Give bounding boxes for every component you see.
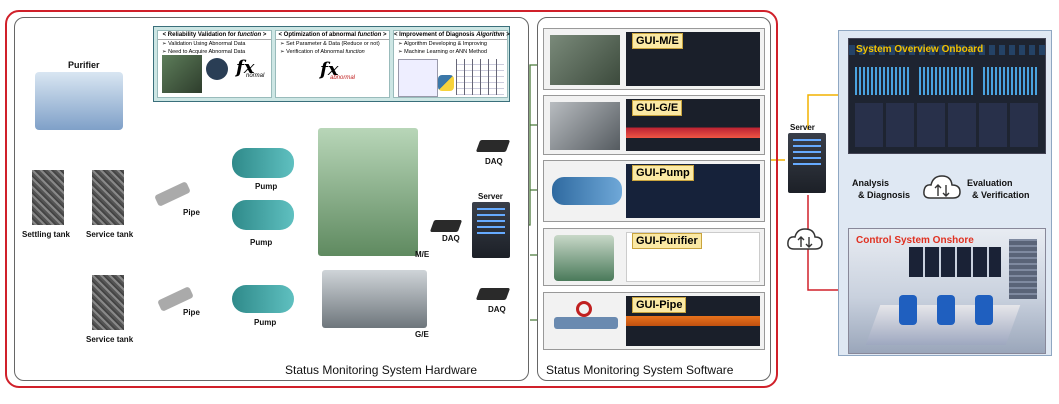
purifier-label: Purifier xyxy=(68,60,100,70)
improvement-item-1: ➢ Algorithm Developing & Improving xyxy=(398,41,487,47)
analysis-label: Analysis xyxy=(852,178,890,188)
optimization-title: < Optimization of abnormal function > xyxy=(276,31,389,40)
optimization-item-1: ➢ Set Parameter & Data (Reduce or not) xyxy=(280,41,380,47)
service-tank-2-label: Service tank xyxy=(86,335,134,344)
engine-thumbnail xyxy=(162,55,202,93)
daq-1-device xyxy=(475,140,511,152)
service-tank-2 xyxy=(92,275,124,330)
improvement-item-2: ➢ Machine Learning or ANN Method xyxy=(398,49,487,55)
ge-engine-thumb xyxy=(550,102,620,150)
cloud-sync-icon xyxy=(787,228,823,250)
onshore-image xyxy=(848,228,1046,354)
outer-frame xyxy=(5,10,778,388)
validation-title: < Reliability Validation for function > xyxy=(158,31,271,40)
daq-1-label: DAQ xyxy=(485,157,503,166)
gui-me-panel: GUI-M/E xyxy=(543,28,765,90)
daq-2-device xyxy=(429,220,463,232)
purifier-thumb xyxy=(554,235,614,281)
gui-purifier-panel: GUI-Purifier xyxy=(543,228,765,286)
center-server xyxy=(788,133,826,193)
generator-engine-image xyxy=(322,270,427,328)
verification-label: & Verification xyxy=(972,190,1030,200)
settling-tank-label: Settling tank xyxy=(22,230,71,239)
gear-cycle-icon xyxy=(206,58,228,80)
me-engine-thumb xyxy=(550,35,620,85)
service-tank xyxy=(92,170,124,225)
evaluation-label: Evaluation xyxy=(967,178,1013,188)
pump-3-image xyxy=(232,285,294,313)
onboard-screen xyxy=(848,38,1046,154)
improvement-title: < Improvement of Diagnosis Algorithm > xyxy=(394,32,510,40)
gui-ge-panel: GUI-G/E xyxy=(543,95,765,155)
python-logo-icon xyxy=(438,75,454,91)
settling-tank xyxy=(32,170,64,225)
software-frame-label: Status Monitoring System Software xyxy=(546,363,734,377)
pipe-1-label: Pipe xyxy=(183,208,200,217)
hw-server xyxy=(472,202,510,258)
pipe-valve-thumb xyxy=(554,317,618,329)
center-server-label: Server xyxy=(790,123,815,132)
function-bar: < Reliability Validation for function > … xyxy=(153,26,510,102)
daq-3-label: DAQ xyxy=(488,305,506,314)
pipe-2-label: Pipe xyxy=(183,308,200,317)
valve-wheel-icon xyxy=(576,301,592,317)
improvement-box: < Improvement of Diagnosis Algorithm > ➢… xyxy=(393,30,510,98)
gui-ge-label: GUI-G/E xyxy=(632,100,683,116)
validation-item-1: ➢ Validation Using Abnormal Data xyxy=(162,41,246,47)
hardware-frame-label: Status Monitoring System Hardware xyxy=(285,363,478,377)
onboard-title: System Overview Onboard xyxy=(856,44,984,55)
pump-3-label: Pump xyxy=(254,318,277,327)
me-label: M/E xyxy=(415,250,430,259)
main-engine-image xyxy=(318,128,418,256)
daq-3-device xyxy=(475,288,511,300)
daq-2-label: DAQ xyxy=(442,234,460,243)
neural-network-icon xyxy=(456,59,504,95)
analysis-cloud-icon xyxy=(923,175,961,199)
optimization-item-2: ➢ Verification of Abnormal function xyxy=(280,49,365,55)
pump-thumb xyxy=(552,177,622,205)
code-screenshot xyxy=(398,59,438,97)
onshore-title: Control System Onshore xyxy=(856,235,974,246)
hw-server-label: Server xyxy=(478,192,503,201)
pump-2-label: Pump xyxy=(250,238,273,247)
validation-item-2: ➢ Need to Acquire Abnormal Data xyxy=(162,49,246,55)
diagnosis-label: & Diagnosis xyxy=(858,190,911,200)
gui-pipe-label: GUI-Pipe xyxy=(632,297,687,313)
gui-me-label: GUI-M/E xyxy=(632,33,683,49)
ge-label: G/E xyxy=(415,330,429,339)
pump-1-label: Pump xyxy=(255,182,278,191)
validation-box: < Reliability Validation for function > … xyxy=(157,30,272,98)
purifier-image xyxy=(35,72,123,130)
gui-pump-panel: GUI-Pump xyxy=(543,160,765,222)
optimization-box: < Optimization of abnormal function > ➢ … xyxy=(275,30,390,98)
pump-1-image xyxy=(232,148,294,178)
service-tank-label: Service tank xyxy=(86,230,134,239)
gui-purifier-label: GUI-Purifier xyxy=(632,233,702,249)
gui-pipe-panel: GUI-Pipe xyxy=(543,292,765,350)
gui-pump-label: GUI-Pump xyxy=(632,165,694,181)
pump-2-image xyxy=(232,200,294,230)
